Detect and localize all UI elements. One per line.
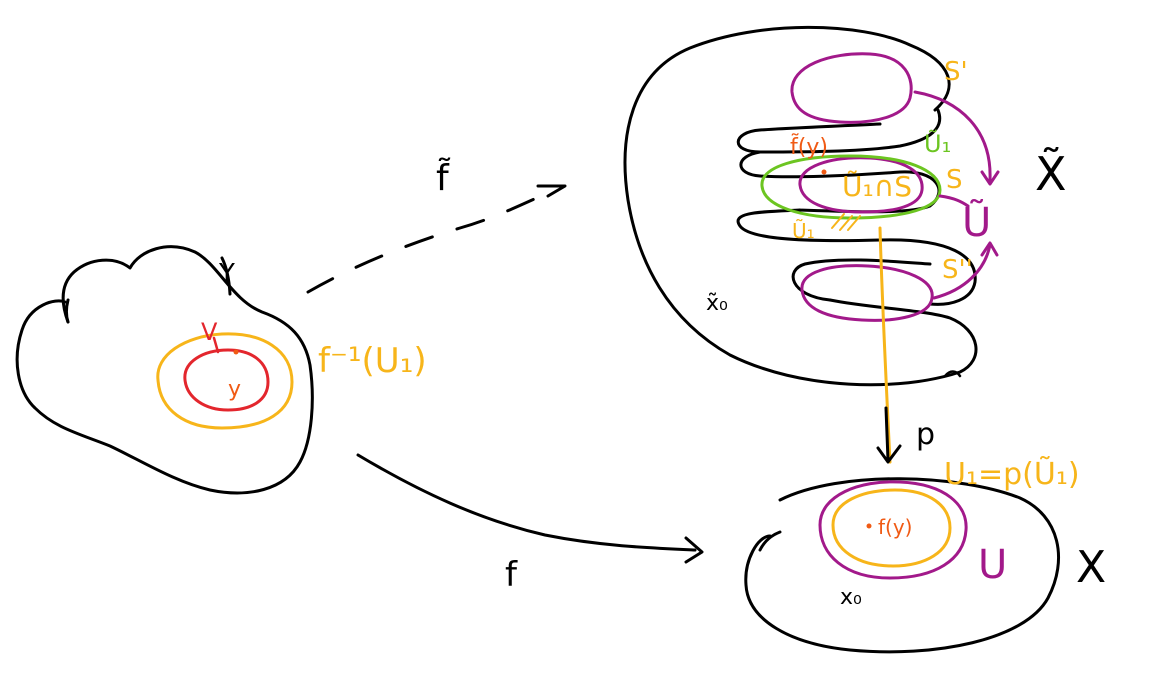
u1-tilde-label-green: Ũ₁ bbox=[924, 128, 951, 158]
x0-tilde-label: x̃₀ bbox=[706, 291, 728, 316]
sheet-s-double-prime-arrow-head bbox=[980, 241, 999, 257]
y-point-dot bbox=[233, 349, 239, 355]
lift-map-label: f̃ bbox=[436, 157, 450, 199]
sheet-s-prime-to-u-arrow bbox=[913, 90, 992, 182]
u1-tilde-lower-label: Ũ₁ bbox=[792, 219, 815, 243]
map-f-arrow: f bbox=[356, 453, 704, 595]
base-space-x: f(y) U₁=p(Ũ₁) U x₀ X bbox=[744, 455, 1106, 654]
sheet-s-double-prime-outline bbox=[800, 264, 934, 322]
sheet-s-prime-outline bbox=[790, 52, 913, 124]
u-set-outline bbox=[818, 480, 968, 580]
x0-label: x₀ bbox=[840, 585, 862, 610]
f-tilde-y-label: f̃(y) bbox=[790, 134, 828, 160]
f-tilde-y-dot bbox=[821, 169, 827, 175]
v-set-label-arrow bbox=[212, 336, 220, 354]
u1-equation-label: U₁=p(Ũ₁) bbox=[944, 455, 1080, 492]
v-set-outline bbox=[183, 348, 270, 412]
lift-arrow-head bbox=[536, 184, 567, 198]
projection-p-label: p bbox=[916, 417, 935, 452]
u1-cap-s-label: Ũ₁∩S bbox=[842, 169, 912, 203]
space-y-label: Y bbox=[218, 259, 235, 289]
sheet-s-double-prime-to-u-arrow bbox=[932, 243, 992, 300]
sheet-s-to-u-arrow bbox=[938, 194, 970, 208]
space-y: Y V y f⁻¹(U₁) bbox=[15, 245, 427, 495]
sheet-s-double-prime-label: S'' bbox=[942, 255, 973, 285]
sheet-s-label: S bbox=[946, 165, 963, 195]
lift-dashed-line bbox=[306, 190, 552, 294]
space-y-label-tick bbox=[220, 256, 232, 296]
covering-space-x-tilde: Ũ f̃(y) Ũ₁ Ũ₁∩S Ũ₁ S' S S'' x̃₀ X̃ bbox=[623, 25, 1067, 387]
space-y-outline bbox=[15, 245, 314, 495]
x-tilde-space-label: X̃ bbox=[1035, 147, 1067, 201]
f-y-dot bbox=[866, 523, 872, 529]
y-point-label: y bbox=[228, 377, 241, 402]
sheet-s-prime-label: S' bbox=[944, 57, 968, 87]
x-space-label: X bbox=[1076, 542, 1106, 593]
sheet-s-outline bbox=[798, 156, 924, 214]
projection-p: p bbox=[876, 226, 935, 464]
projection-arrow-head bbox=[876, 444, 902, 464]
u1-tilde-lower-hatch bbox=[831, 213, 861, 231]
preimage-label: f⁻¹(U₁) bbox=[318, 341, 427, 381]
u1-tilde-set-outline bbox=[760, 154, 942, 220]
x-tilde-outline bbox=[623, 25, 978, 387]
map-f-label: f bbox=[505, 555, 518, 595]
x-tilde-small-mark bbox=[943, 370, 962, 378]
u1-set-outline bbox=[831, 488, 952, 568]
space-y-inner-notch bbox=[65, 298, 70, 324]
sheet-s-prime-arrow-head bbox=[980, 170, 1000, 186]
f-y-label: f(y) bbox=[878, 515, 912, 539]
lift-map-arrow: f̃ bbox=[306, 157, 567, 294]
x-outline-tick bbox=[758, 530, 782, 552]
projection-yellow-line bbox=[878, 226, 892, 464]
projection-black-line bbox=[884, 406, 890, 462]
u-set-label: U bbox=[978, 542, 1007, 588]
map-f-arrow-head bbox=[684, 536, 704, 564]
preimage-set-outline bbox=[156, 332, 294, 430]
x-outline bbox=[744, 477, 1061, 654]
u-tilde-label: Ũ bbox=[962, 198, 991, 246]
map-f-line bbox=[356, 453, 697, 552]
